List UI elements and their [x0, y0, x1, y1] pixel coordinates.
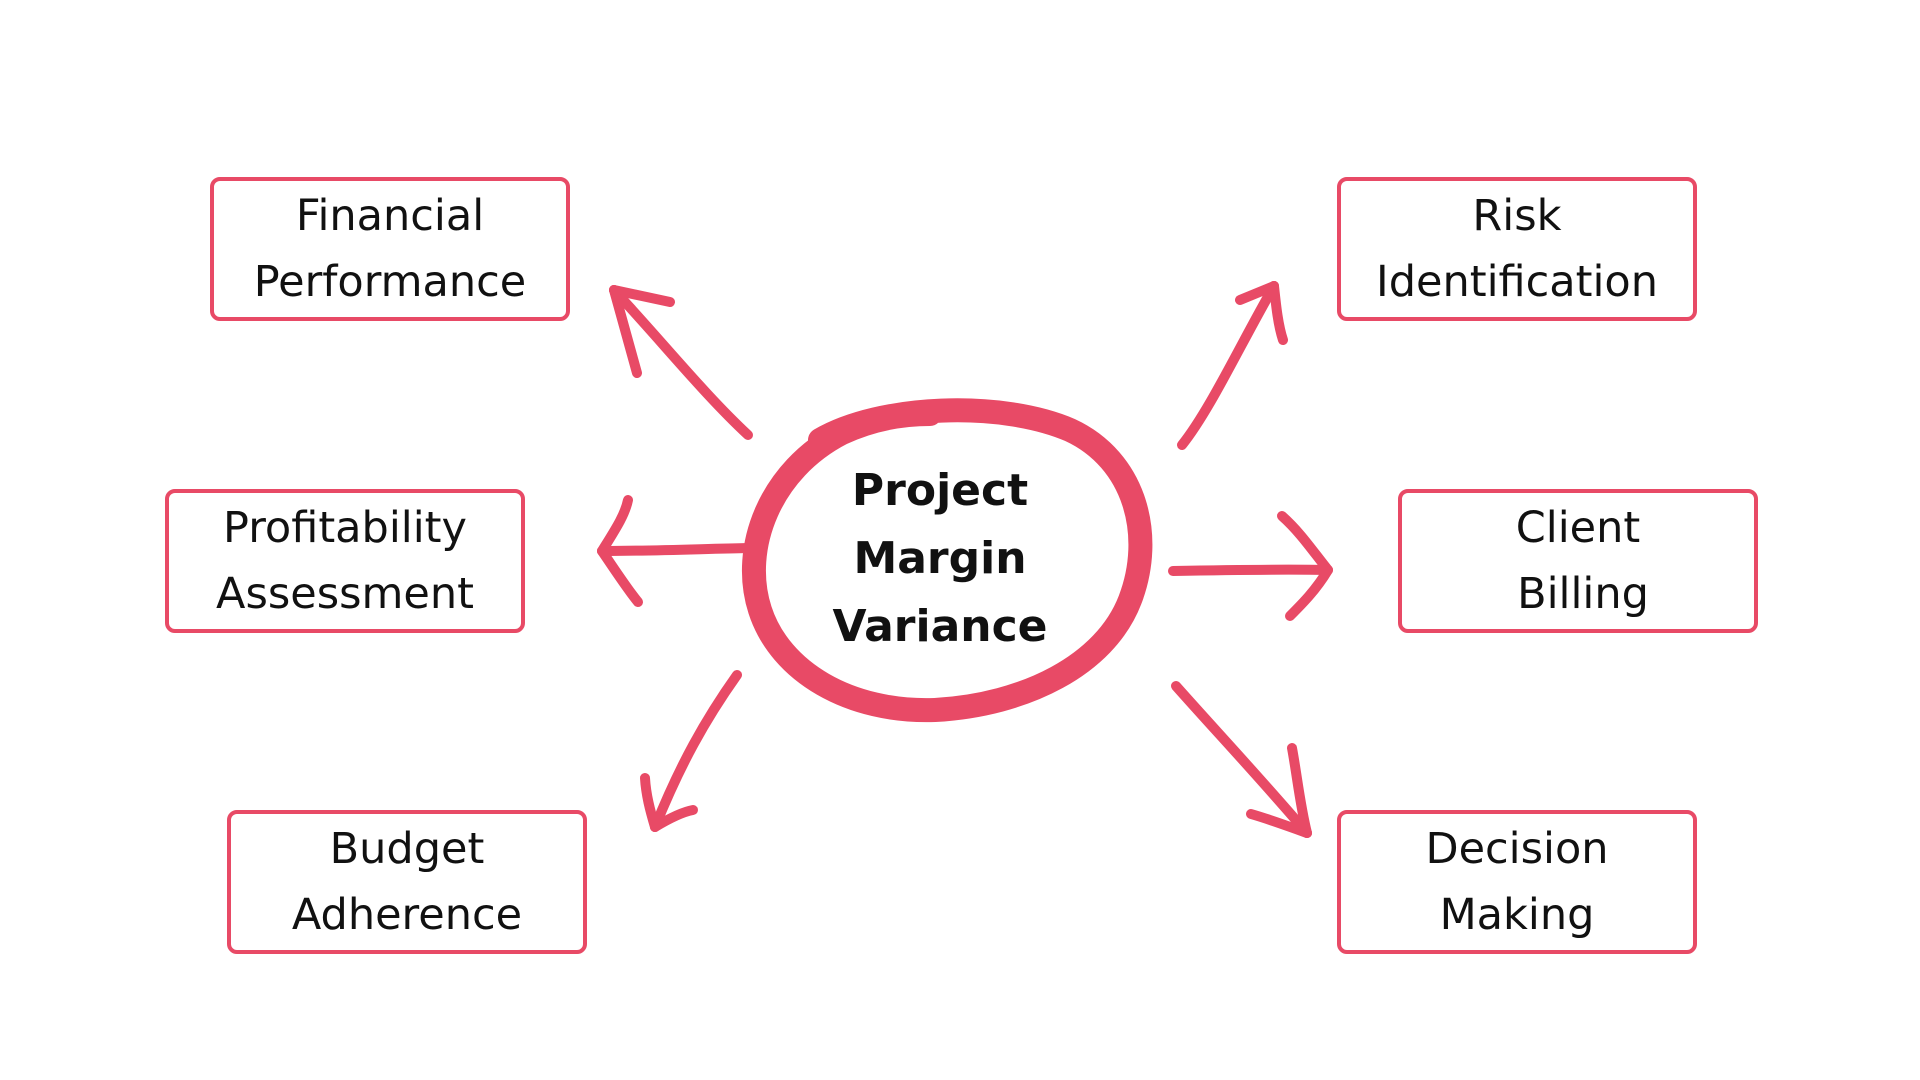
arrow-to-profitability-assessment [597, 495, 753, 607]
node-risk-identification-line-2: Identification [1376, 257, 1658, 307]
center-circle [741, 398, 1153, 723]
node-budget-adherence: Budget Adherence [227, 810, 587, 954]
node-profitability-assessment-line-1: Profitability [223, 503, 467, 553]
node-profitability-assessment: Profitability Assessment [165, 489, 525, 633]
node-financial-performance-line-2: Performance [253, 257, 527, 307]
arrow-to-decision-making [1171, 681, 1312, 838]
center-topic-line-2: Margin [853, 533, 1027, 584]
node-client-billing-line-2: Billing [1517, 569, 1649, 619]
arrow-to-client-billing [1168, 511, 1333, 621]
center-topic-line-1: Project [851, 465, 1029, 516]
node-decision-making-line-1: Decision [1425, 824, 1609, 874]
node-budget-adherence-line-2: Adherence [291, 890, 523, 940]
node-profitability-assessment-line-2: Assessment [216, 569, 474, 619]
node-financial-performance: Financial Performance [210, 177, 570, 321]
center-topic: Project Margin Variance [790, 457, 1090, 661]
node-risk-identification-line-1: Risk [1472, 191, 1562, 241]
node-decision-making: Decision Making [1337, 810, 1697, 954]
center-topic-line-3: Variance [832, 601, 1048, 652]
node-client-billing-line-1: Client [1515, 503, 1641, 553]
arrow-to-financial-performance [609, 285, 753, 440]
node-decision-making-line-2: Making [1439, 890, 1595, 940]
node-client-billing: Client Billing [1398, 489, 1758, 633]
arrow-to-risk-identification [1177, 281, 1288, 450]
node-financial-performance-line-1: Financial [295, 191, 485, 241]
arrow-to-budget-adherence [640, 670, 742, 832]
node-risk-identification: Risk Identification [1337, 177, 1697, 321]
node-budget-adherence-line-1: Budget [329, 824, 485, 874]
